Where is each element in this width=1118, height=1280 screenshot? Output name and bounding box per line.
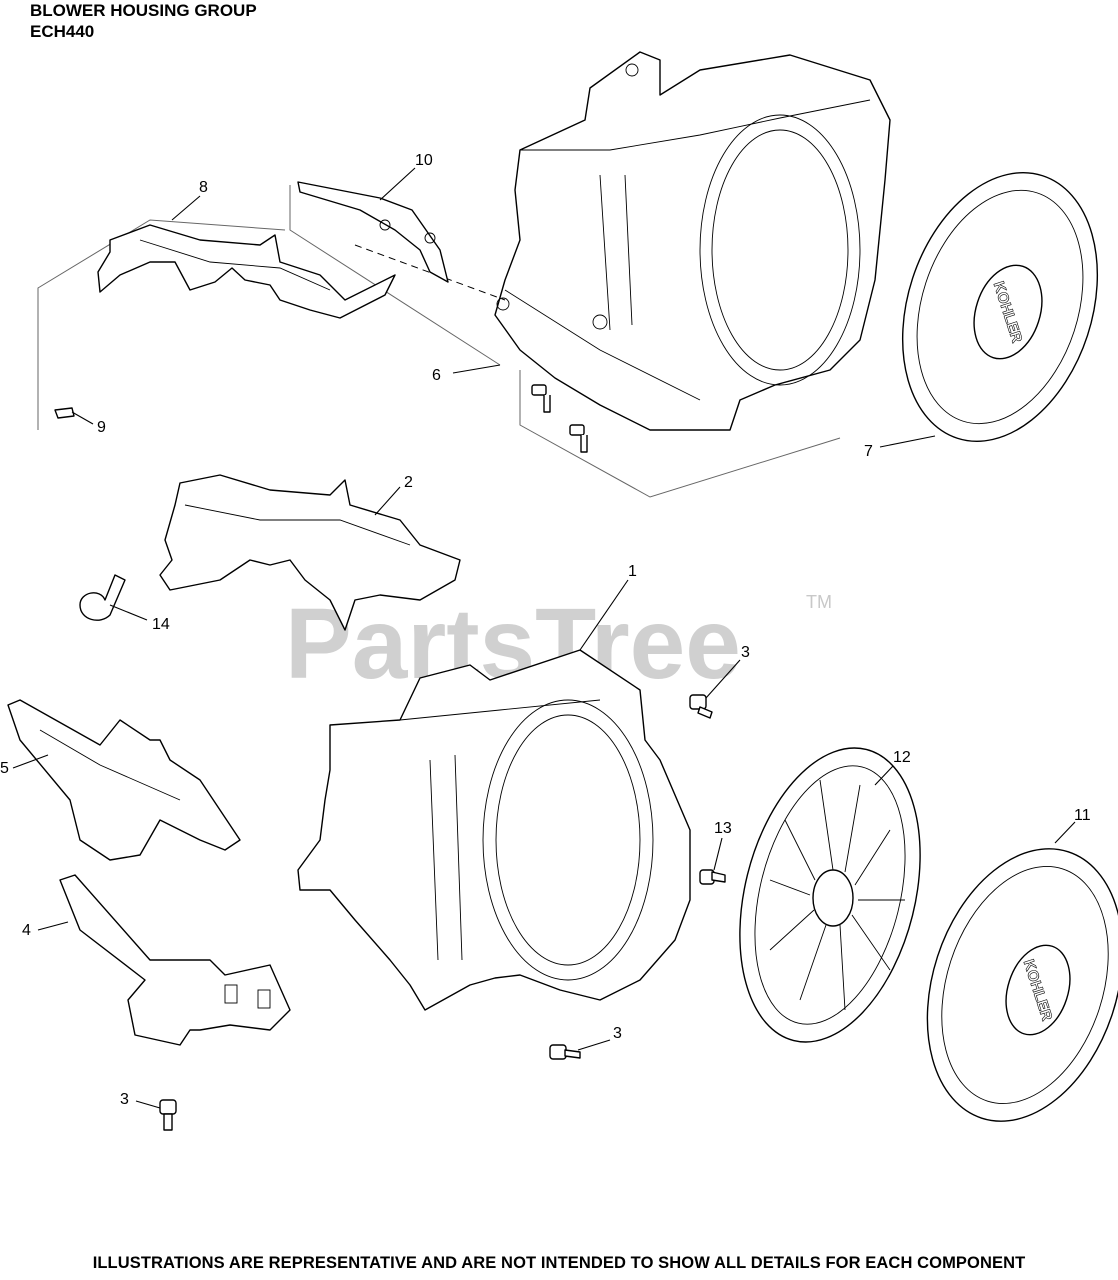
callout-10[interactable]: 10 xyxy=(415,152,433,169)
callout-9[interactable]: 9 xyxy=(97,419,106,436)
screw-6b[interactable] xyxy=(569,424,588,453)
shroud-2[interactable] xyxy=(159,474,461,631)
clip-9[interactable] xyxy=(54,407,75,419)
callout-3-upper[interactable]: 3 xyxy=(741,644,750,661)
model-number: ECH440 xyxy=(30,22,95,41)
leader-dash xyxy=(354,244,506,301)
clip-14[interactable] xyxy=(79,574,126,621)
callout-4[interactable]: 4 xyxy=(22,922,31,939)
callout-5[interactable]: 5 xyxy=(0,760,9,777)
shroud-8[interactable] xyxy=(97,224,396,319)
bracket-4[interactable] xyxy=(59,874,291,1046)
bracket-10[interactable] xyxy=(297,181,449,283)
callout-13[interactable]: 13 xyxy=(714,820,732,837)
blower-housing-upper[interactable] xyxy=(494,51,891,431)
upper-assembly-box xyxy=(37,185,841,498)
callout-14[interactable]: 14 xyxy=(152,616,170,633)
svg-text:TM: TM xyxy=(806,592,832,612)
callout-3-middle[interactable]: 3 xyxy=(613,1025,622,1042)
callout-8[interactable]: 8 xyxy=(199,179,208,196)
callout-7[interactable]: 7 xyxy=(864,443,873,460)
screw-3-middle[interactable] xyxy=(549,1044,581,1060)
parts-diagram: PartsTree TM xyxy=(0,51,1118,1146)
blower-housing-lower[interactable] xyxy=(297,649,691,1011)
callout-6[interactable]: 6 xyxy=(432,367,441,384)
callout-leaders xyxy=(12,167,1076,1109)
grill-screen-12[interactable] xyxy=(711,729,949,1061)
callout-12[interactable]: 12 xyxy=(893,749,911,766)
callout-3-lower[interactable]: 3 xyxy=(120,1091,129,1108)
disclaimer-footer: ILLUSTRATIONS ARE REPRESENTATIVE AND ARE… xyxy=(92,1254,1026,1272)
screw-6a[interactable] xyxy=(531,384,551,413)
screw-3-upper[interactable] xyxy=(689,694,713,719)
screw-3-lower[interactable] xyxy=(159,1099,177,1131)
callout-1[interactable]: 1 xyxy=(628,563,637,580)
bracket-5[interactable] xyxy=(7,699,241,861)
diagram-title: BLOWER HOUSING GROUP xyxy=(30,1,257,20)
grill-screen-7[interactable]: KOHLER xyxy=(870,147,1118,466)
callout-11[interactable]: 11 xyxy=(1074,807,1091,824)
pin-13[interactable] xyxy=(699,869,726,885)
callout-2[interactable]: 2 xyxy=(404,474,413,491)
grill-screen-11[interactable]: KOHLER xyxy=(894,823,1118,1146)
